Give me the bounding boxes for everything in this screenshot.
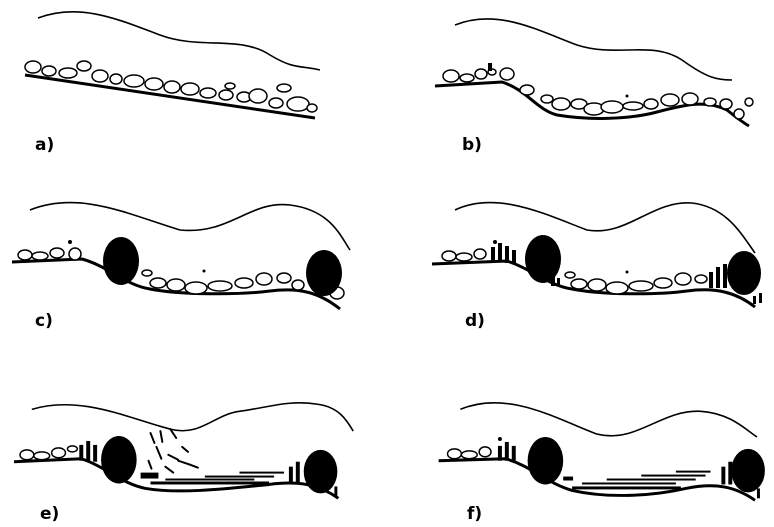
panel-a-drawing: [0, 0, 387, 175]
small-post: [488, 63, 492, 71]
large-dark-boulder: [103, 237, 139, 285]
debris-dot: [493, 240, 497, 244]
large-dark-boulder: [101, 436, 137, 483]
large-dark-boulder: [731, 449, 765, 493]
sediment-band: [141, 472, 284, 485]
boulder-row: [442, 249, 707, 294]
water-surface-line: [30, 203, 350, 250]
panel-f-drawing: [387, 350, 774, 525]
panel-e-drawing: [0, 350, 387, 525]
large-dark-boulder: [304, 450, 338, 494]
water-surface-line: [32, 403, 353, 431]
river-bed-line: [439, 459, 755, 501]
panel-d-drawing: [387, 175, 774, 350]
debris-dot: [203, 270, 206, 273]
panel-label: f): [467, 506, 482, 523]
debris-dot: [626, 95, 629, 98]
water-surface-line: [455, 19, 732, 80]
panel-a: a): [0, 0, 387, 175]
debris-dot: [68, 240, 72, 244]
panel-label: a): [35, 137, 54, 154]
flow-debris: [149, 429, 198, 473]
panel-label: b): [462, 137, 482, 154]
large-dark-boulder: [306, 250, 342, 296]
panel-c: c): [0, 175, 387, 350]
debris-dot: [498, 437, 502, 441]
panel-b: b): [387, 0, 774, 175]
panel-d: d): [387, 175, 774, 350]
panel-c-drawing: [0, 175, 387, 350]
panel-e: e): [0, 350, 387, 525]
panel-f: f): [387, 350, 774, 525]
water-surface-line: [460, 403, 757, 437]
panel-label: c): [35, 313, 53, 330]
panel-label: e): [40, 506, 59, 523]
debris-dot: [626, 271, 629, 274]
boulder-row: [20, 446, 77, 460]
panel-label: d): [465, 313, 485, 330]
large-dark-boulder: [727, 251, 761, 295]
boulder-row: [448, 447, 492, 459]
large-dark-boulder: [528, 437, 564, 484]
boulder-row: [25, 61, 317, 112]
panel-b-drawing: [387, 0, 774, 175]
large-dark-boulder: [525, 235, 561, 283]
